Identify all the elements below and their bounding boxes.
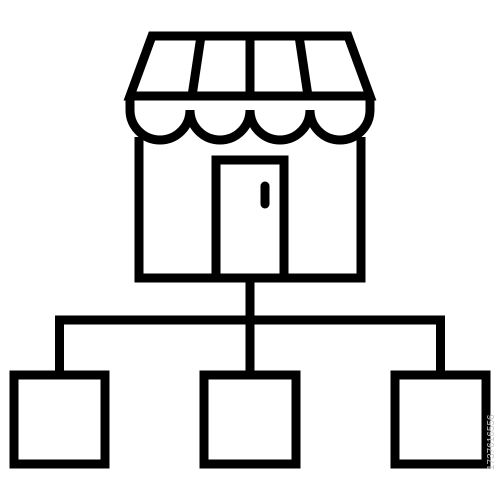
branch-node-center	[199, 370, 301, 469]
store-door	[211, 155, 289, 278]
network-connectors	[55, 278, 445, 375]
branch-node-right	[390, 370, 491, 469]
awning-valance	[125, 96, 375, 145]
branch-node-left	[9, 370, 110, 469]
branch-nodes	[9, 370, 491, 469]
awning-stripe	[187, 35, 206, 97]
store-icon	[123, 31, 377, 283]
awning-stripe	[294, 35, 313, 97]
watermark-id: 1737616556	[486, 414, 497, 470]
